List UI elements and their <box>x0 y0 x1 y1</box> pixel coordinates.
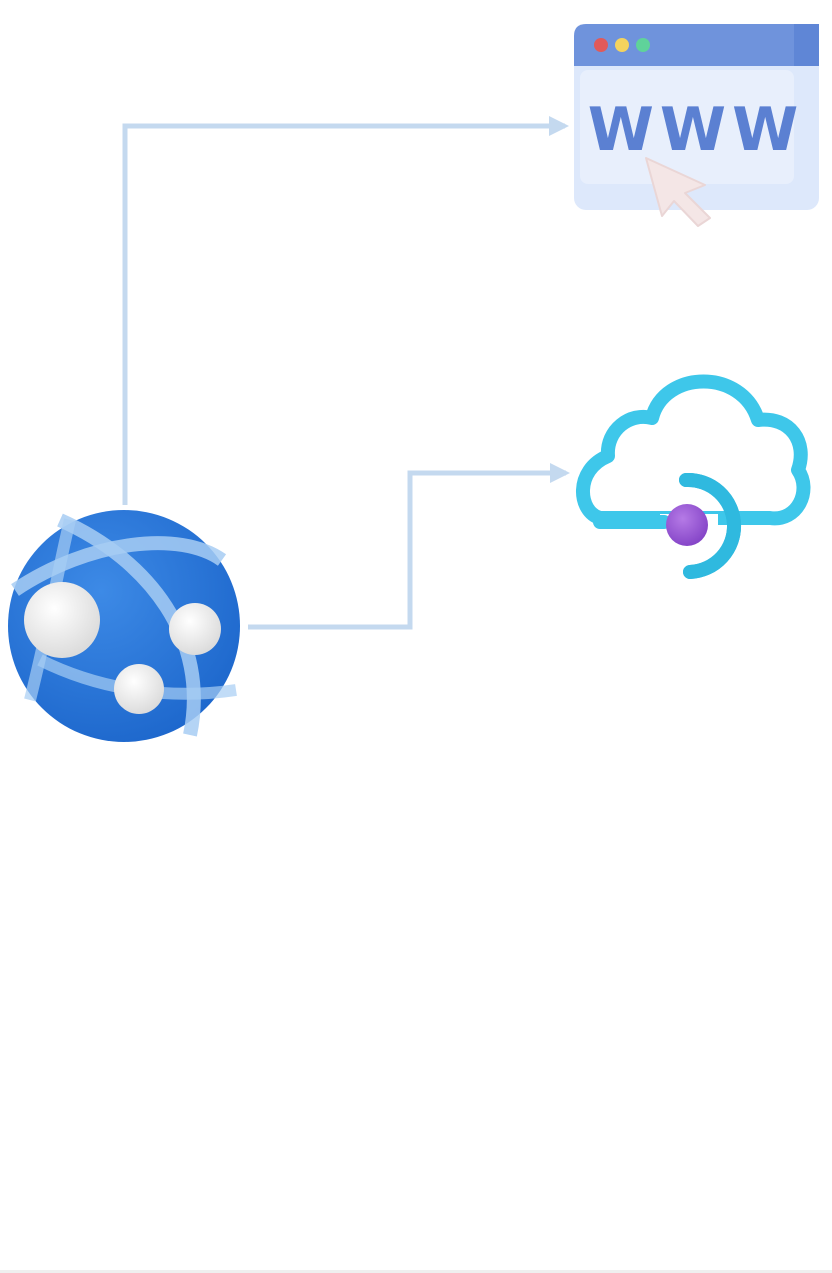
browser-www-icon: WWW <box>574 24 819 227</box>
web-app-globe-icon <box>8 510 240 742</box>
globe-node-bottom <box>114 664 164 714</box>
www-label: WWW <box>588 95 805 165</box>
connector-webapp-to-website <box>122 116 569 505</box>
window-minimize-dot <box>615 38 629 52</box>
connector-webapp-to-cloud <box>248 463 570 630</box>
globe-node-right <box>169 603 221 655</box>
cloud-endpoint-dot <box>666 504 708 546</box>
mouse-cursor-icon <box>645 157 711 227</box>
window-close-dot <box>594 38 608 52</box>
bottom-edge <box>0 1270 832 1273</box>
cloud-service-icon <box>576 374 811 579</box>
window-maximize-dot <box>636 38 650 52</box>
globe-node-large <box>24 582 100 658</box>
